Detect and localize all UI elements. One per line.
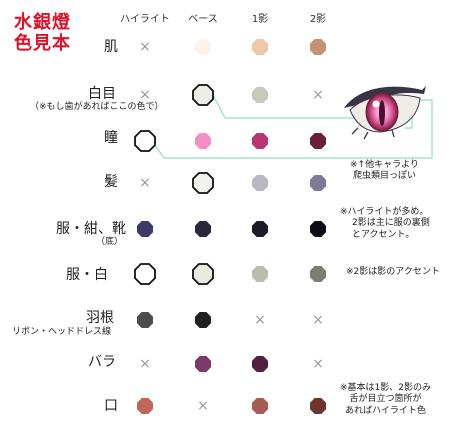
empty-cross-icon: × [254, 312, 266, 328]
color-swatch-base [192, 84, 214, 106]
color-swatch-highlight [135, 310, 155, 330]
note-cloth-navy: ※ハイライトが多め。 2影は主に服の裏側 とアクセント。 [340, 207, 430, 241]
color-swatch-highlight [134, 130, 156, 152]
color-swatch-base [192, 172, 214, 194]
column-header-highlight: ハイライト [120, 14, 170, 25]
note-eye-line-1: ※↑他キャラより [350, 160, 419, 170]
empty-cross-icon: × [197, 398, 209, 414]
empty-cross-icon: × [139, 39, 151, 55]
empty-cross-icon: × [139, 87, 151, 103]
color-swatch-base [193, 219, 213, 239]
color-swatch-shadow2 [308, 131, 328, 151]
row-label-hair: 髪 [104, 174, 118, 190]
note-cloth-white-line-1: ※2影は影のアクセント [346, 267, 440, 277]
note-cloth-white: ※2影は影のアクセント [346, 267, 440, 278]
color-swatch-shadow1 [250, 396, 270, 416]
page-subtitle: 色見本 [14, 35, 71, 53]
row-sublabel-white-eye: （※もし歯があればここの色で） [30, 102, 164, 112]
color-swatch-shadow2 [308, 173, 328, 193]
empty-cross-icon: × [139, 356, 151, 372]
note-mouth-line-2: 舌が目立つ箇所が [349, 394, 422, 405]
color-swatch-base [193, 131, 213, 151]
color-swatch-shadow1 [250, 37, 270, 57]
row-label-pupil: 瞳 [104, 130, 118, 146]
note-cloth-navy-line-3: とアクセント。 [352, 229, 415, 240]
note-eye: ※↑他キャラより 爬虫類目っぽい [350, 160, 419, 183]
title-line-2: 色見本 [14, 33, 71, 54]
color-swatch-shadow2 [308, 396, 328, 416]
color-swatch-highlight [135, 219, 155, 239]
page-title: 水銀燈 [14, 14, 71, 32]
empty-cross-icon: × [312, 356, 324, 372]
guide-line-pupil [151, 99, 433, 159]
eye-illustration-icon [344, 86, 426, 140]
row-sublabel-feather: リボン・ヘッドドレス線 [12, 327, 112, 337]
color-swatch-base [192, 263, 214, 285]
color-swatch-base [193, 310, 213, 330]
row-label-rose: バラ [88, 354, 116, 370]
row-label-cloth-white: 服・白 [66, 267, 108, 283]
note-mouth: ※基本は1影、2影のみ 舌が目立つ箇所が あればハイライト色 [340, 383, 431, 417]
note-mouth-line-3: あればハイライト色 [345, 405, 426, 416]
row-label-mouth: 口 [104, 398, 118, 414]
color-swatch-shadow1 [250, 219, 270, 239]
color-swatch-shadow1 [250, 354, 270, 374]
color-swatch-shadow1 [250, 173, 270, 193]
row-label-cloth-navy: 服・紺、靴 [56, 221, 126, 237]
color-swatch-shadow2 [308, 264, 328, 284]
guide-line-white-eye [212, 94, 360, 119]
column-header-shadow2: 2影 [309, 14, 327, 25]
column-header-shadow1: 1影 [251, 14, 269, 25]
color-swatch-shadow1 [250, 131, 270, 151]
color-swatch-shadow2 [308, 37, 328, 57]
color-swatch-highlight [135, 396, 155, 416]
row-label-white-eye: 白目 [88, 86, 116, 102]
row-label-skin: 肌 [104, 39, 118, 55]
color-swatch-shadow1 [250, 85, 270, 105]
empty-cross-icon: × [139, 175, 151, 191]
color-swatch-shadow2 [308, 219, 328, 239]
row-sublabel-cloth-navy: （底） [96, 237, 124, 247]
color-swatch-shadow1 [250, 264, 270, 284]
note-cloth-navy-line-2: 2影は主に服の裏側 [352, 218, 430, 229]
color-swatch-base [193, 37, 213, 57]
empty-cross-icon: × [312, 87, 324, 103]
row-label-feather: 羽根 [86, 310, 114, 326]
note-eye-line-2: 爬虫類目っぽい [352, 171, 416, 182]
title-line-1: 水銀燈 [14, 12, 71, 33]
color-swatch-highlight [134, 263, 156, 285]
note-mouth-line-1: ※基本は1影、2影のみ [340, 383, 431, 393]
note-cloth-navy-line-1: ※ハイライトが多め。 [340, 207, 429, 217]
column-header-base: ベース [188, 14, 218, 25]
color-swatch-base [193, 354, 213, 374]
empty-cross-icon: × [312, 312, 324, 328]
